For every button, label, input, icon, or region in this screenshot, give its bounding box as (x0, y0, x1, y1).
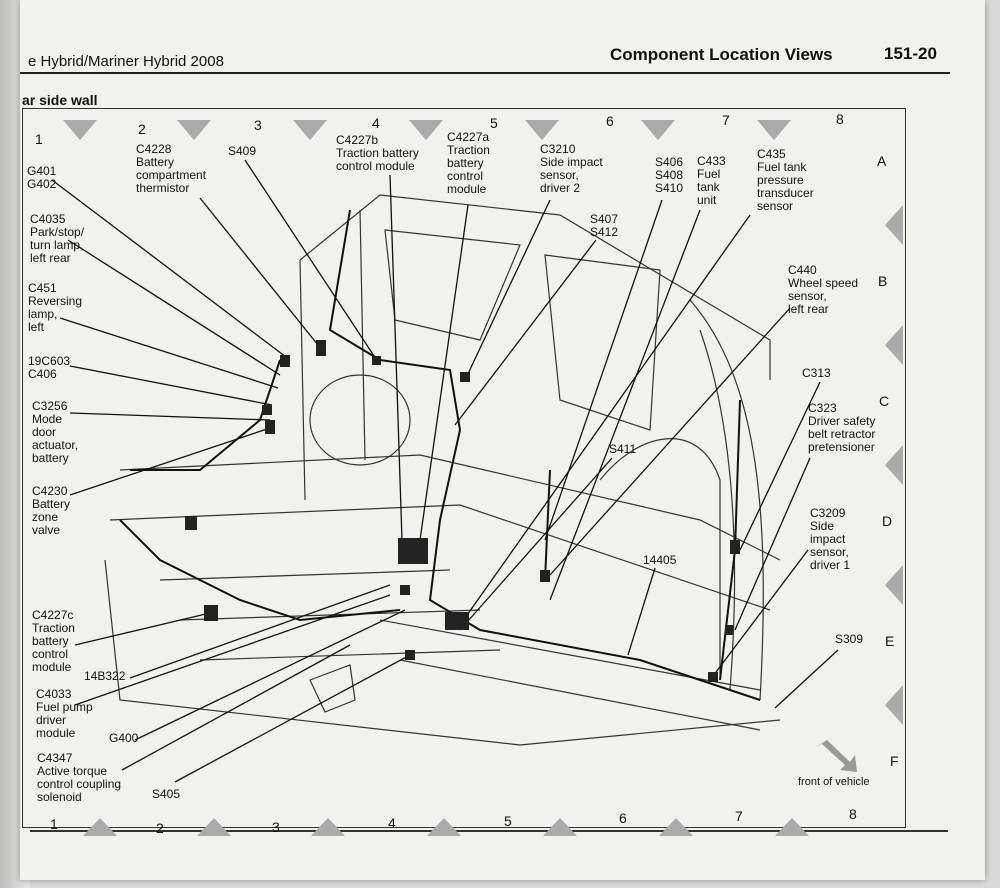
grid-col-8-top: 8 (836, 111, 844, 127)
vehicle-body-sketch (104, 194, 781, 746)
grid-col-8-bottom: 8 (849, 806, 857, 822)
front-of-vehicle-label: front of vehicle (798, 776, 870, 788)
callout-c3209: C3209 Side impact sensor, driver 1 (810, 506, 851, 572)
grid-row-f: F (890, 753, 899, 769)
callout-c4033: C4033 Fuel pump driver module (36, 687, 93, 740)
view-title: ar side wall (22, 92, 98, 108)
wiring-harness (119, 209, 761, 701)
grid-col-6-top: 6 (606, 113, 614, 129)
callout-19c603: 19C603 C406 (28, 354, 71, 381)
diagram-frame (22, 108, 906, 828)
grid-col-2-top: 2 (138, 121, 146, 137)
callout-c313: C313 (802, 366, 831, 380)
callout-c4227c: C4227c Traction battery control module (32, 608, 75, 674)
vehicle-model-header: e Hybrid/Mariner Hybrid 2008 (28, 53, 224, 70)
grid-col-5-bottom: 5 (504, 813, 512, 829)
grid-col-1-top: 1 (35, 131, 43, 147)
callout-c435: C435 Fuel tank pressure transducer senso… (757, 147, 814, 213)
grid-col-5-top: 5 (490, 115, 498, 131)
callout-c4227a: C4227a Traction battery control module (447, 130, 490, 196)
grid-col-4-top: 4 (372, 115, 380, 131)
callout-c3256: C3256 Mode door actuator, battery (32, 399, 79, 465)
callout-c3210: C3210 Side impact sensor, driver 2 (540, 142, 603, 195)
callout-c433: C433 Fuel tank unit (697, 154, 726, 207)
grid-col-7-bottom: 7 (735, 808, 743, 824)
callout-14b322: 14B322 (84, 669, 126, 683)
grid-col-1-bottom: 1 (50, 816, 58, 832)
grid-col-3-bottom: 3 (272, 819, 280, 835)
grid-row-c: C (879, 393, 890, 409)
grid-markers (63, 120, 903, 836)
callout-g400: G400 (109, 731, 139, 745)
connectors (185, 340, 740, 682)
grid-row-e: E (885, 633, 895, 649)
callout-c4230: C4230 Battery zone valve (32, 484, 71, 537)
manual-page (20, 0, 985, 880)
callout-s309: S309 (835, 632, 864, 646)
grid-col-2-bottom: 2 (156, 820, 164, 836)
callout-c440: C440 Wheel speed sensor, left rear (788, 263, 859, 316)
grid-col-3-top: 3 (254, 117, 262, 133)
callout-14405: 14405 (643, 553, 677, 567)
callout-c323: C323 Driver safety belt retractor preten… (808, 401, 876, 454)
callout-s406: S406 S408 S410 (655, 155, 684, 195)
grid-row-d: D (882, 513, 893, 529)
callout-c4228: C4228 Battery compartment thermistor (136, 142, 207, 195)
section-header: Component Location Views (610, 45, 833, 64)
grid-row-b: B (878, 273, 888, 289)
callout-s411: S411 (609, 442, 637, 456)
callout-s407: S407 S412 (590, 212, 619, 239)
grid-col-6-bottom: 6 (619, 810, 627, 826)
grid-col-4-bottom: 4 (388, 815, 396, 831)
page-number: 151-20 (884, 44, 937, 63)
grid-row-a: A (877, 153, 887, 169)
callout-s409: S409 (228, 144, 257, 158)
callout-c4347: C4347 Active torque control coupling sol… (37, 751, 122, 804)
callout-leader-lines (51, 159, 839, 783)
callout-c4035: C4035 Park/stop/ turn lamp, left rear (30, 212, 85, 265)
callout-s405: S405 (152, 787, 181, 801)
front-of-vehicle-arrow (815, 740, 857, 772)
callout-g401: G401 G402 (27, 164, 57, 191)
bottom-rule (30, 830, 948, 832)
header-rule (20, 72, 950, 74)
callout-c4227b: C4227b Traction battery control module (336, 133, 419, 173)
callout-c451: C451 Reversing lamp, left (28, 281, 83, 334)
grid-col-7-top: 7 (722, 112, 730, 128)
